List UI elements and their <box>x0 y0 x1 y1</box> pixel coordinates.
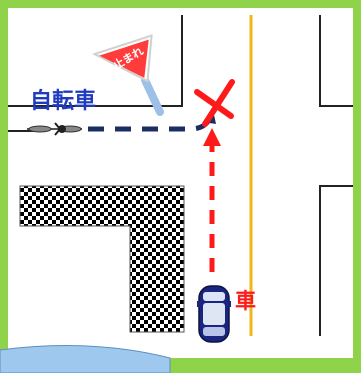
bicycle-icon <box>27 122 82 136</box>
collision-mark-icon <box>194 79 235 127</box>
stop-sign-face <box>99 39 149 78</box>
bottom-panel <box>0 345 171 373</box>
building-bottom-right-wall <box>319 185 353 336</box>
building-top-right-wall <box>319 15 353 107</box>
stop-sign-icon: 止まれ <box>91 34 164 116</box>
car-path-arrow <box>203 128 221 146</box>
building-top-left-wall <box>8 15 183 107</box>
car-icon <box>197 285 231 343</box>
car-label: 車 <box>235 289 256 313</box>
bicycle-label: 自転車 <box>30 88 96 114</box>
stop-sign-pole <box>141 76 164 116</box>
checkered-wall <box>19 185 185 333</box>
